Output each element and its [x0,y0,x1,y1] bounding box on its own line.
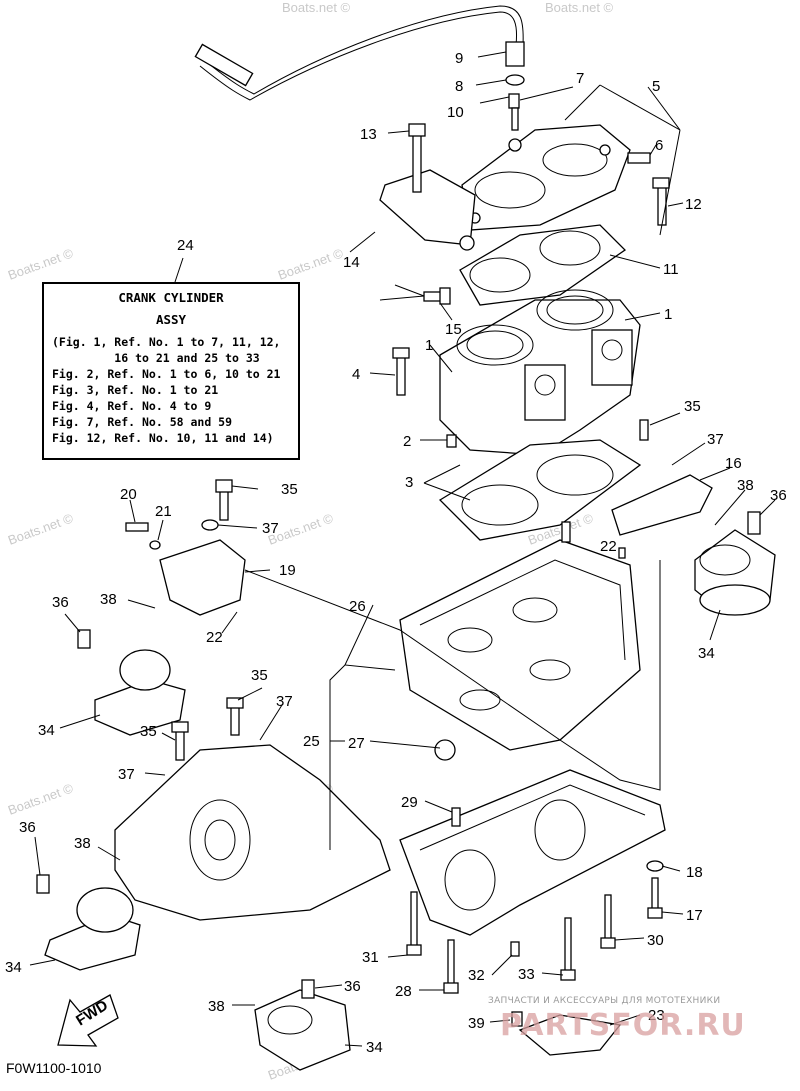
callout-26: 26 [349,598,366,615]
crankcase-upper [399,521,641,751]
assembly-note-box: CRANK CYLINDER ASSY (Fig. 1, Ref. No. 1 … [42,282,300,460]
callout-20: 20 [120,486,137,503]
callout-labels: 9 8 7 10 5 13 6 12 14 24 11 15 1 1 4 2 3… [5,50,787,1056]
engine-mounts [36,629,351,1071]
callout-36: 36 [19,819,36,836]
callout-35: 35 [281,481,298,498]
callout-21: 21 [155,503,172,520]
callout-34: 34 [698,645,715,662]
note-line: Fig. 4, Ref. No. 4 to 9 [52,399,212,413]
callout-5: 5 [652,78,660,95]
callout-15: 15 [445,321,462,338]
watermark: Boats.net © [6,245,76,283]
watermark: Boats.net © [6,780,76,818]
crankcase-bolts [406,860,664,994]
callout-1: 1 [664,306,672,323]
part-39-23 [511,1011,622,1056]
callout-25: 25 [303,733,320,750]
callout-1: 1 [425,337,433,354]
callout-32: 32 [468,967,485,984]
callout-4: 4 [352,366,360,383]
callout-29: 29 [401,794,418,811]
brand-name: PARTSFOR.RU [500,1008,746,1043]
callout-22: 22 [600,538,617,555]
callout-12: 12 [685,196,702,213]
note-subtitle: ASSY [155,312,187,327]
exhaust-joint [611,419,776,616]
callout-18: 18 [686,864,703,881]
head-gasket [459,224,627,306]
callout-31: 31 [362,949,379,966]
callout-35: 35 [251,667,268,684]
callout-34: 34 [38,722,55,739]
callout-36: 36 [344,978,361,995]
callout-7: 7 [576,70,584,87]
callout-24: 24 [177,237,194,254]
note-line: Fig. 12, Ref. No. 10, 11 and 14) [52,431,274,445]
callout-37: 37 [707,431,724,448]
base-gasket [438,439,642,541]
callout-35: 35 [140,723,157,740]
callout-36: 36 [770,487,787,504]
crankcase-lower [399,739,666,936]
callout-16: 16 [725,455,742,472]
callout-28: 28 [395,983,412,1000]
note-title: CRANK CYLINDER [118,290,224,305]
figure-code: F0W1100-1010 [6,1060,102,1076]
callout-27: 27 [348,735,365,752]
callout-39: 39 [468,1015,485,1032]
bolt-15 [423,287,451,305]
callout-37: 37 [276,693,293,710]
callout-17: 17 [686,907,703,924]
callout-37: 37 [262,520,279,537]
note-line: (Fig. 1, Ref. No. 1 to 7, 11, 12, [52,335,281,349]
watermark: Boats.net © [282,0,351,15]
callout-38: 38 [737,477,754,494]
callout-6: 6 [655,137,663,154]
callout-30: 30 [647,932,664,949]
note-line: Fig. 7, Ref. No. 58 and 59 [52,415,233,429]
callout-33: 33 [518,966,535,983]
callout-13: 13 [360,126,377,143]
watermark: Boats.net © [276,245,346,283]
callout-38: 38 [100,591,117,608]
callout-37: 37 [118,766,135,783]
callout-8: 8 [455,78,463,95]
exhaust-casting [114,697,391,921]
callout-14: 14 [343,254,360,271]
note-line: Fig. 2, Ref. No. 1 to 6, 10 to 21 [52,367,281,381]
callout-10: 10 [447,104,464,121]
engine-bracket [125,479,246,616]
watermark: Boats.net © [6,510,76,548]
callout-35: 35 [684,398,701,415]
leader-lines [29,51,776,1047]
note-line: 16 to 21 and 25 to 33 [52,351,260,365]
callout-38: 38 [74,835,91,852]
callout-38: 38 [208,998,225,1015]
callout-19: 19 [279,562,296,579]
watermark: Boats.net © [545,0,614,15]
callout-22: 22 [206,629,223,646]
callout-3: 3 [405,474,413,491]
callout-11: 11 [663,261,679,278]
cylinder-head [379,107,670,251]
cylinder-block [392,289,641,456]
water-hose [194,5,525,109]
callout-23: 23 [648,1007,665,1024]
note-line: Fig. 3, Ref. No. 1 to 21 [52,383,219,397]
brand-tagline: ЗАПЧАСТИ И АКСЕССУАРЫ ДЛЯ МОТОТЕХНИКИ [488,996,721,1006]
brand-watermark: ЗАПЧАСТИ И АКСЕССУАРЫ ДЛЯ МОТОТЕХНИКИ PA… [480,996,796,1056]
callout-2: 2 [403,433,411,450]
callout-34: 34 [5,959,22,976]
callout-34: 34 [366,1039,383,1056]
forward-arrow-icon: FWD [57,994,119,1047]
callout-9: 9 [455,50,463,67]
callout-36: 36 [52,594,69,611]
